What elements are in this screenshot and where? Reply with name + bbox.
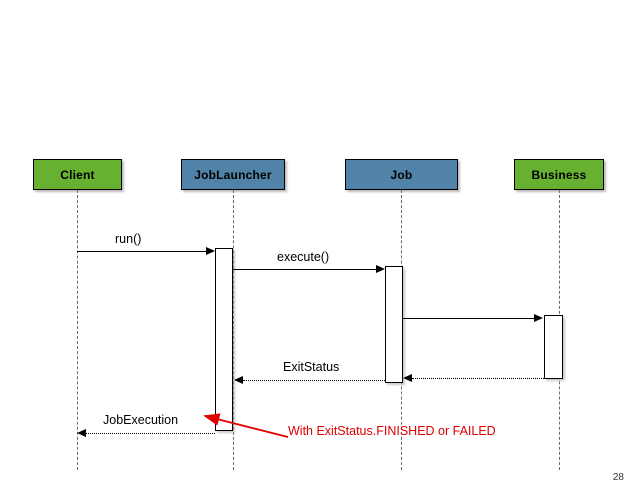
message-arrowhead-business-return — [403, 374, 412, 382]
message-line-execute — [233, 269, 377, 270]
message-label-jobexecution: JobExecution — [103, 413, 179, 427]
participant-label-business: Business — [531, 167, 587, 182]
activation-bar-business — [544, 315, 563, 379]
participant-label-job: Job — [390, 167, 413, 182]
message-arrowhead-execute — [376, 265, 385, 273]
message-arrowhead-job-to-business — [534, 314, 543, 322]
message-arrowhead-jobexecution — [77, 429, 86, 437]
participant-joblauncher[interactable]: JobLauncher — [181, 159, 285, 190]
message-line-job-to-business — [403, 318, 535, 319]
participant-label-client: Client — [60, 167, 95, 182]
annotation-label: With ExitStatus.FINISHED or FAILED — [288, 424, 496, 438]
participant-job[interactable]: Job — [345, 159, 458, 190]
message-arrowhead-exitstatus — [234, 376, 243, 384]
message-line-jobexecution — [86, 433, 215, 434]
participant-label-joblauncher: JobLauncher — [194, 167, 272, 182]
participant-client[interactable]: Client — [33, 159, 122, 190]
activation-bar-joblauncher — [215, 248, 233, 431]
message-line-exitstatus — [243, 380, 385, 381]
message-label-execute: execute() — [277, 250, 330, 264]
activation-bar-job — [385, 266, 403, 383]
message-line-business-return — [412, 378, 544, 379]
message-arrowhead-run — [206, 247, 215, 255]
message-label-run: run() — [115, 232, 142, 246]
lifeline-joblauncher — [233, 190, 234, 470]
message-label-exitstatus: ExitStatus — [283, 360, 340, 374]
lifeline-client — [77, 190, 78, 470]
participant-business[interactable]: Business — [514, 159, 604, 190]
message-line-run — [77, 251, 207, 252]
page-number: 28 — [612, 472, 624, 483]
